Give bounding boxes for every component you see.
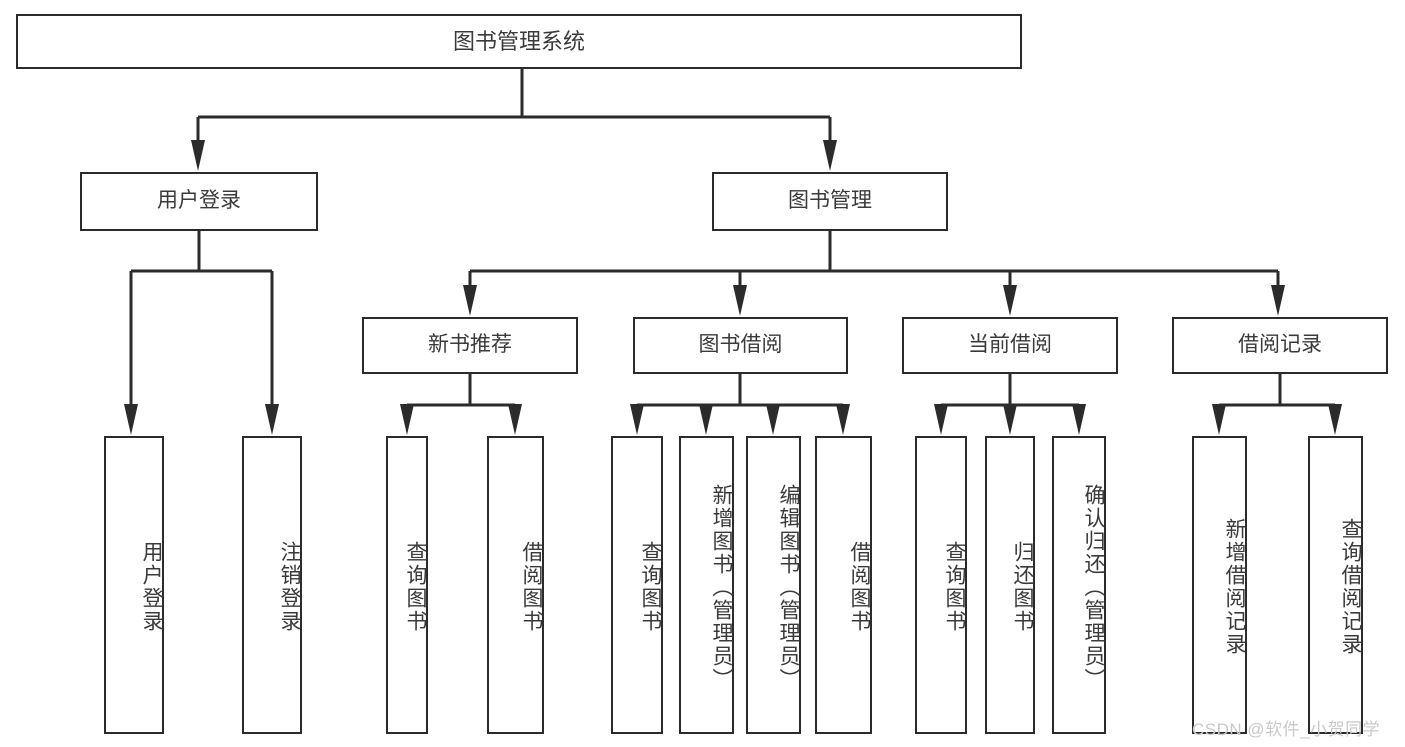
leaf-query-books-current[interactable]: 查询图书 — [915, 436, 967, 734]
node-label: 编辑图书（管理员） — [777, 483, 800, 691]
leaf-user-logout[interactable]: 注销登录 — [242, 436, 302, 734]
node-label: 图书管理系统 — [452, 28, 585, 54]
node-label: 确认归还（管理员） — [1082, 483, 1105, 691]
node-user-login[interactable]: 用户登录 — [80, 172, 318, 231]
leaf-confirm-return-admin[interactable]: 确认归还（管理员） — [1052, 436, 1106, 734]
leaf-add-borrow-record[interactable]: 新增借阅记录 — [1192, 436, 1247, 734]
node-label: 注销登录 — [278, 541, 301, 633]
leaf-user-login[interactable]: 用户登录 — [104, 436, 164, 734]
node-label: 用户登录 — [140, 541, 163, 633]
leaf-query-books-borrowing[interactable]: 查询图书 — [611, 436, 663, 734]
node-label: 图书借阅 — [698, 333, 783, 357]
node-label: 借阅记录 — [1238, 333, 1322, 357]
csdn-watermark: CSDN @软件_小贺同学 — [1192, 720, 1381, 739]
node-current-borrowing[interactable]: 当前借阅 — [902, 317, 1118, 374]
node-label: 用户登录 — [157, 189, 241, 213]
node-label: 查询图书 — [943, 541, 966, 633]
node-label: 借阅图书 — [520, 541, 543, 633]
leaf-query-borrow-record[interactable]: 查询借阅记录 — [1308, 436, 1363, 734]
node-label: 当前借阅 — [968, 333, 1052, 357]
node-book-borrowing[interactable]: 图书借阅 — [633, 317, 848, 374]
leaf-return-books[interactable]: 归还图书 — [985, 436, 1035, 734]
node-root-library-management-system[interactable]: 图书管理系统 — [16, 14, 1022, 69]
leaf-edit-book-admin[interactable]: 编辑图书（管理员） — [746, 436, 801, 734]
node-label: 归还图书 — [1011, 541, 1034, 633]
node-label: 借阅图书 — [848, 541, 871, 633]
node-label: 图书管理 — [788, 189, 872, 213]
leaf-borrow-books-borrowing[interactable]: 借阅图书 — [815, 436, 872, 734]
node-book-management[interactable]: 图书管理 — [712, 172, 948, 231]
node-new-book-recommendation[interactable]: 新书推荐 — [362, 317, 578, 374]
node-label: 查询借阅记录 — [1339, 518, 1362, 656]
node-label: 查询图书 — [404, 541, 427, 633]
node-borrowing-records[interactable]: 借阅记录 — [1172, 317, 1388, 374]
node-label: 新增图书（管理员） — [710, 483, 733, 691]
leaf-query-books-recommend[interactable]: 查询图书 — [386, 436, 428, 734]
leaf-add-book-admin[interactable]: 新增图书（管理员） — [679, 436, 734, 734]
node-label: 新书推荐 — [428, 333, 512, 357]
node-label: 新增借阅记录 — [1223, 518, 1246, 656]
leaf-borrow-books-recommend[interactable]: 借阅图书 — [487, 436, 544, 734]
node-label: 查询图书 — [639, 541, 662, 633]
